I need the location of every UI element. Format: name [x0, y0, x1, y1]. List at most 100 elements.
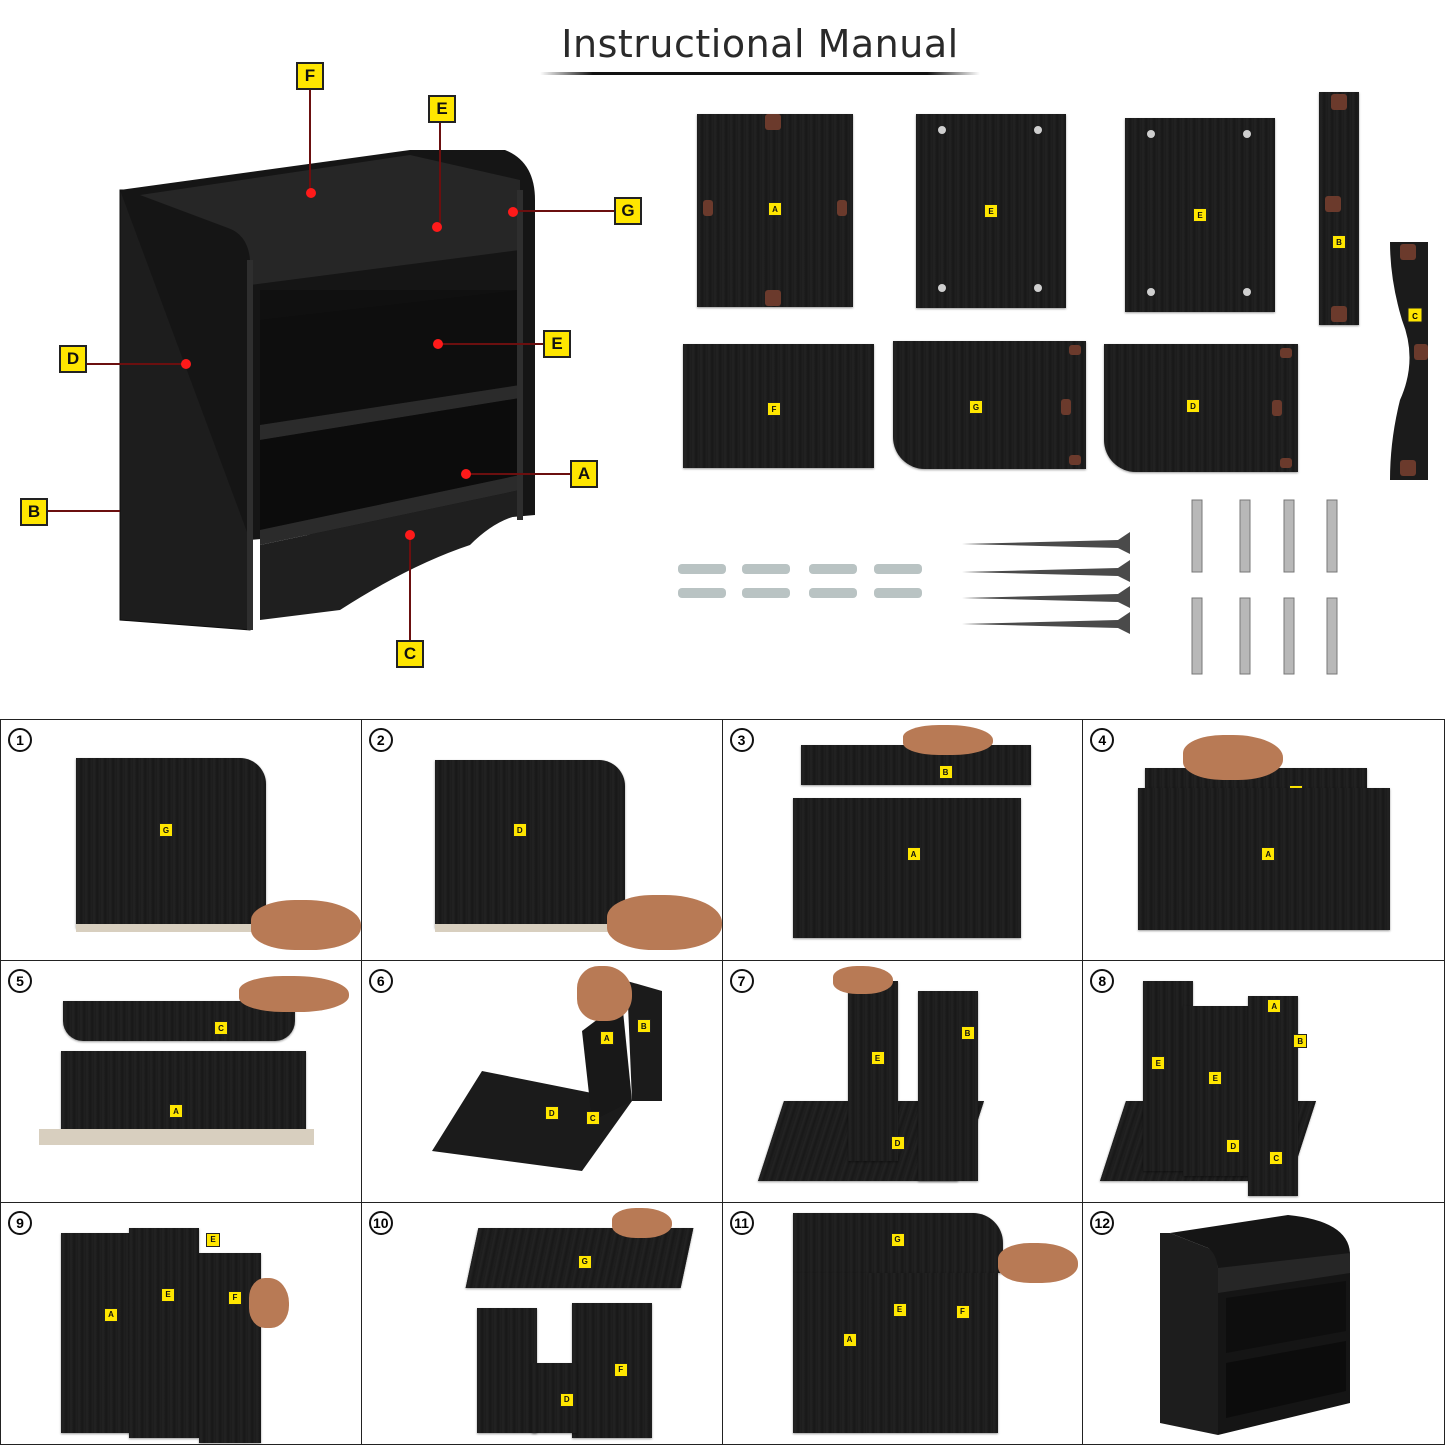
hand	[611, 1207, 672, 1238]
hole	[1034, 284, 1042, 292]
label-a: A	[906, 847, 921, 861]
cam-lock	[1331, 306, 1347, 322]
cam-lock	[1331, 94, 1347, 110]
leader-c	[409, 538, 411, 640]
part-panel-c: C	[1390, 242, 1428, 480]
cam-lock	[1272, 400, 1282, 416]
hand	[249, 1277, 289, 1328]
tag-e-mid: E	[543, 330, 571, 358]
cam-lock	[1069, 345, 1081, 355]
leader-a	[468, 473, 570, 475]
hole	[1243, 288, 1251, 296]
dot-f	[306, 188, 316, 198]
label-b: B	[938, 765, 953, 779]
step-number: 1	[8, 728, 32, 752]
label-e: E	[1208, 1071, 1223, 1086]
label-c: C	[1412, 312, 1418, 321]
hand	[1183, 735, 1284, 780]
label-d: D	[544, 1106, 559, 1121]
step-3: 3 B A	[722, 720, 1084, 962]
part-panel-g: G	[893, 341, 1086, 469]
label-b: B	[1293, 1034, 1308, 1049]
step-panel-b	[917, 991, 978, 1182]
step-panel-e2	[1183, 1006, 1254, 1177]
tag-b: B	[20, 498, 48, 526]
step-number: 9	[8, 1210, 32, 1235]
part-panel-f: F	[683, 344, 874, 468]
step-panel	[434, 760, 625, 928]
tag-g: G	[614, 197, 642, 225]
label-f: F	[767, 402, 781, 416]
step-number: 7	[729, 969, 754, 994]
label-c: C	[214, 1021, 228, 1036]
panel-edge	[76, 924, 271, 932]
label-c: C	[1269, 1151, 1284, 1166]
dot-g	[508, 207, 518, 217]
step-11: 11 G A E F	[723, 1202, 1084, 1444]
cam-lock	[1061, 399, 1071, 415]
label-e: E	[161, 1287, 175, 1302]
label-d: D	[890, 1136, 905, 1151]
step-assembly	[431, 981, 662, 1172]
label-f: F	[955, 1304, 970, 1319]
label-d: D	[559, 1392, 574, 1407]
assembled-cabinet	[119, 150, 535, 631]
hand	[239, 976, 349, 1013]
label-g: G	[577, 1254, 592, 1269]
tag-e-top: E	[428, 95, 456, 123]
step-panel-a	[61, 1232, 131, 1433]
cam-lock	[765, 114, 781, 130]
step-number: 12	[1090, 1210, 1115, 1235]
hand	[251, 900, 361, 950]
step-panel-e	[867, 1272, 928, 1433]
label-f: F	[228, 1290, 242, 1305]
label-e: E	[984, 204, 998, 218]
step-4: 4 B A	[1083, 720, 1444, 962]
hand	[902, 725, 993, 755]
title-underline	[540, 72, 980, 75]
tag-c: C	[396, 640, 424, 668]
step-number: 10	[368, 1210, 393, 1235]
leader-g	[516, 210, 614, 212]
step-panel-back	[531, 1362, 577, 1433]
hole	[938, 126, 946, 134]
step-panel-a	[792, 1272, 868, 1433]
label-f: F	[613, 1362, 628, 1377]
panel-edge	[39, 1129, 314, 1146]
dot-c	[405, 530, 415, 540]
step-panel-f	[571, 1302, 652, 1438]
part-panel-b: B	[1319, 92, 1359, 325]
part-panel-e1: E	[916, 114, 1066, 308]
tag-d: D	[59, 345, 87, 373]
label-e: E	[892, 1302, 907, 1317]
tag-f: F	[296, 62, 324, 90]
label-e: E	[1193, 208, 1207, 222]
step-9: 9 E A E F	[1, 1202, 362, 1444]
label-g: G	[969, 400, 983, 414]
label-a: A	[599, 1031, 614, 1046]
cam-lock	[837, 200, 847, 216]
step-1: 1 G	[1, 720, 362, 962]
label-b: B	[960, 1026, 975, 1041]
hole	[1243, 130, 1251, 138]
hardware-dowels	[678, 564, 922, 598]
step-7: 7 E B D	[722, 961, 1084, 1203]
hole	[1147, 288, 1155, 296]
hand	[832, 966, 893, 995]
step-6: 6 A B D C	[361, 961, 723, 1203]
tag-a: A	[570, 460, 598, 488]
label-a: A	[1261, 847, 1276, 861]
step-panel-d	[476, 1307, 537, 1433]
step-panel-f	[927, 1272, 998, 1433]
step-5: 5 C A	[1, 961, 362, 1203]
part-panel-e2: E	[1125, 118, 1275, 312]
cam-lock	[765, 290, 781, 306]
label-e: E	[1151, 1056, 1166, 1071]
leader-f	[309, 90, 311, 192]
label-a: A	[768, 202, 782, 216]
hand	[576, 966, 632, 1022]
step-panel-e	[847, 981, 898, 1162]
cam-lock	[1280, 458, 1292, 468]
label-d: D	[512, 823, 527, 837]
step-panel	[76, 758, 266, 928]
